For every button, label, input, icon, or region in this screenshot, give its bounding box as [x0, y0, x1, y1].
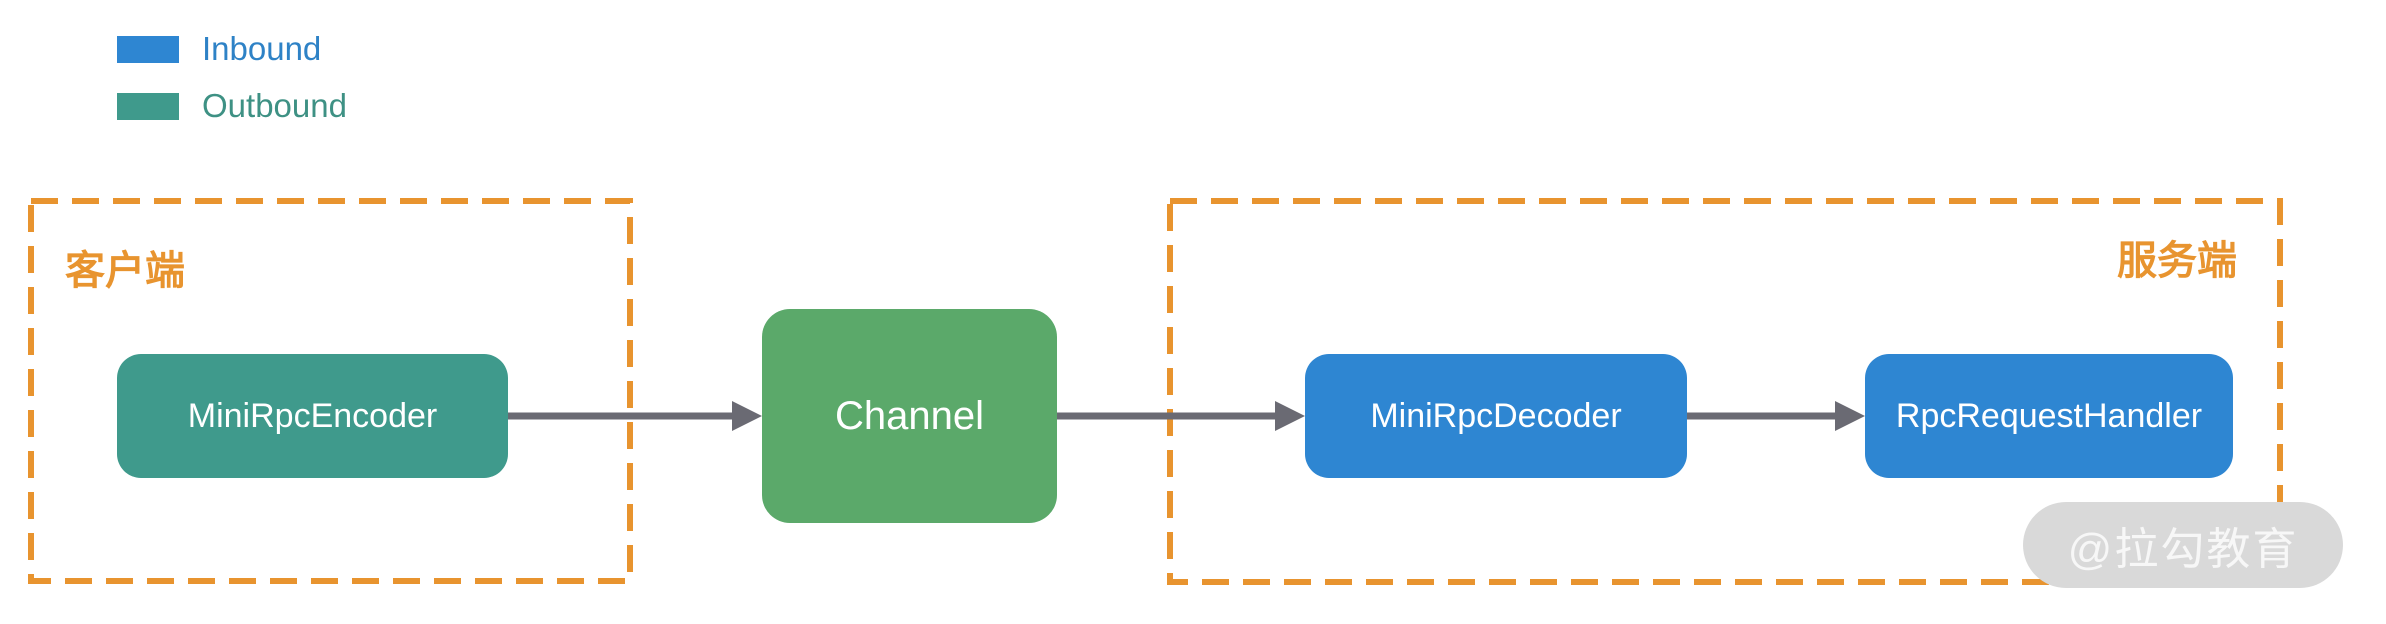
- watermark-badge: @拉勾教育: [2023, 502, 2343, 588]
- legend-swatch-outbound: [117, 93, 179, 120]
- arrow-channel-to-decoder: [1057, 401, 1305, 431]
- node-channel: Channel: [762, 309, 1057, 523]
- node-mini-rpc-decoder: MiniRpcDecoder: [1305, 354, 1687, 478]
- arrow-encoder-to-channel: [508, 401, 762, 431]
- arrowhead-icon: [732, 401, 762, 431]
- node-rpc-request-handler: RpcRequestHandler: [1865, 354, 2233, 478]
- legend-label-inbound: Inbound: [202, 30, 322, 67]
- node-mini-rpc-encoder: MiniRpcEncoder: [117, 354, 508, 478]
- server-region-border: [1167, 198, 2283, 585]
- arrowhead-icon: [1275, 401, 1305, 431]
- client-region-border: [28, 198, 633, 584]
- legend-label-outbound: Outbound: [202, 87, 347, 124]
- client-region-title: 客户端: [65, 249, 185, 293]
- legend-swatch-inbound: [117, 36, 179, 63]
- arrow-decoder-to-handler: [1687, 401, 1865, 431]
- server-region-title: 服务端: [2117, 239, 2237, 283]
- arrowhead-icon: [1835, 401, 1865, 431]
